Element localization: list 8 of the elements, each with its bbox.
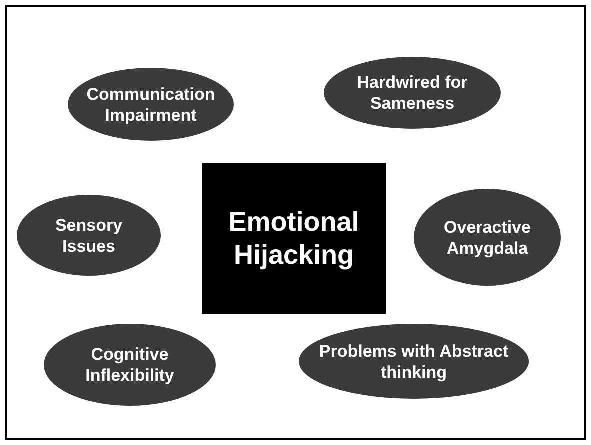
node-label: Cognitive Inflexibility (84, 344, 176, 386)
node-label: Communication Impairment (86, 84, 216, 126)
node-label: Overactive Amygdala (443, 216, 532, 258)
node-label: Hardwired for Sameness (356, 72, 469, 114)
center-box (202, 163, 386, 314)
node-label: Sensory Issues (54, 214, 124, 256)
node-label: Emotional Hijacking (228, 206, 360, 272)
node-label: Problems with Abstract thinking (318, 340, 510, 382)
